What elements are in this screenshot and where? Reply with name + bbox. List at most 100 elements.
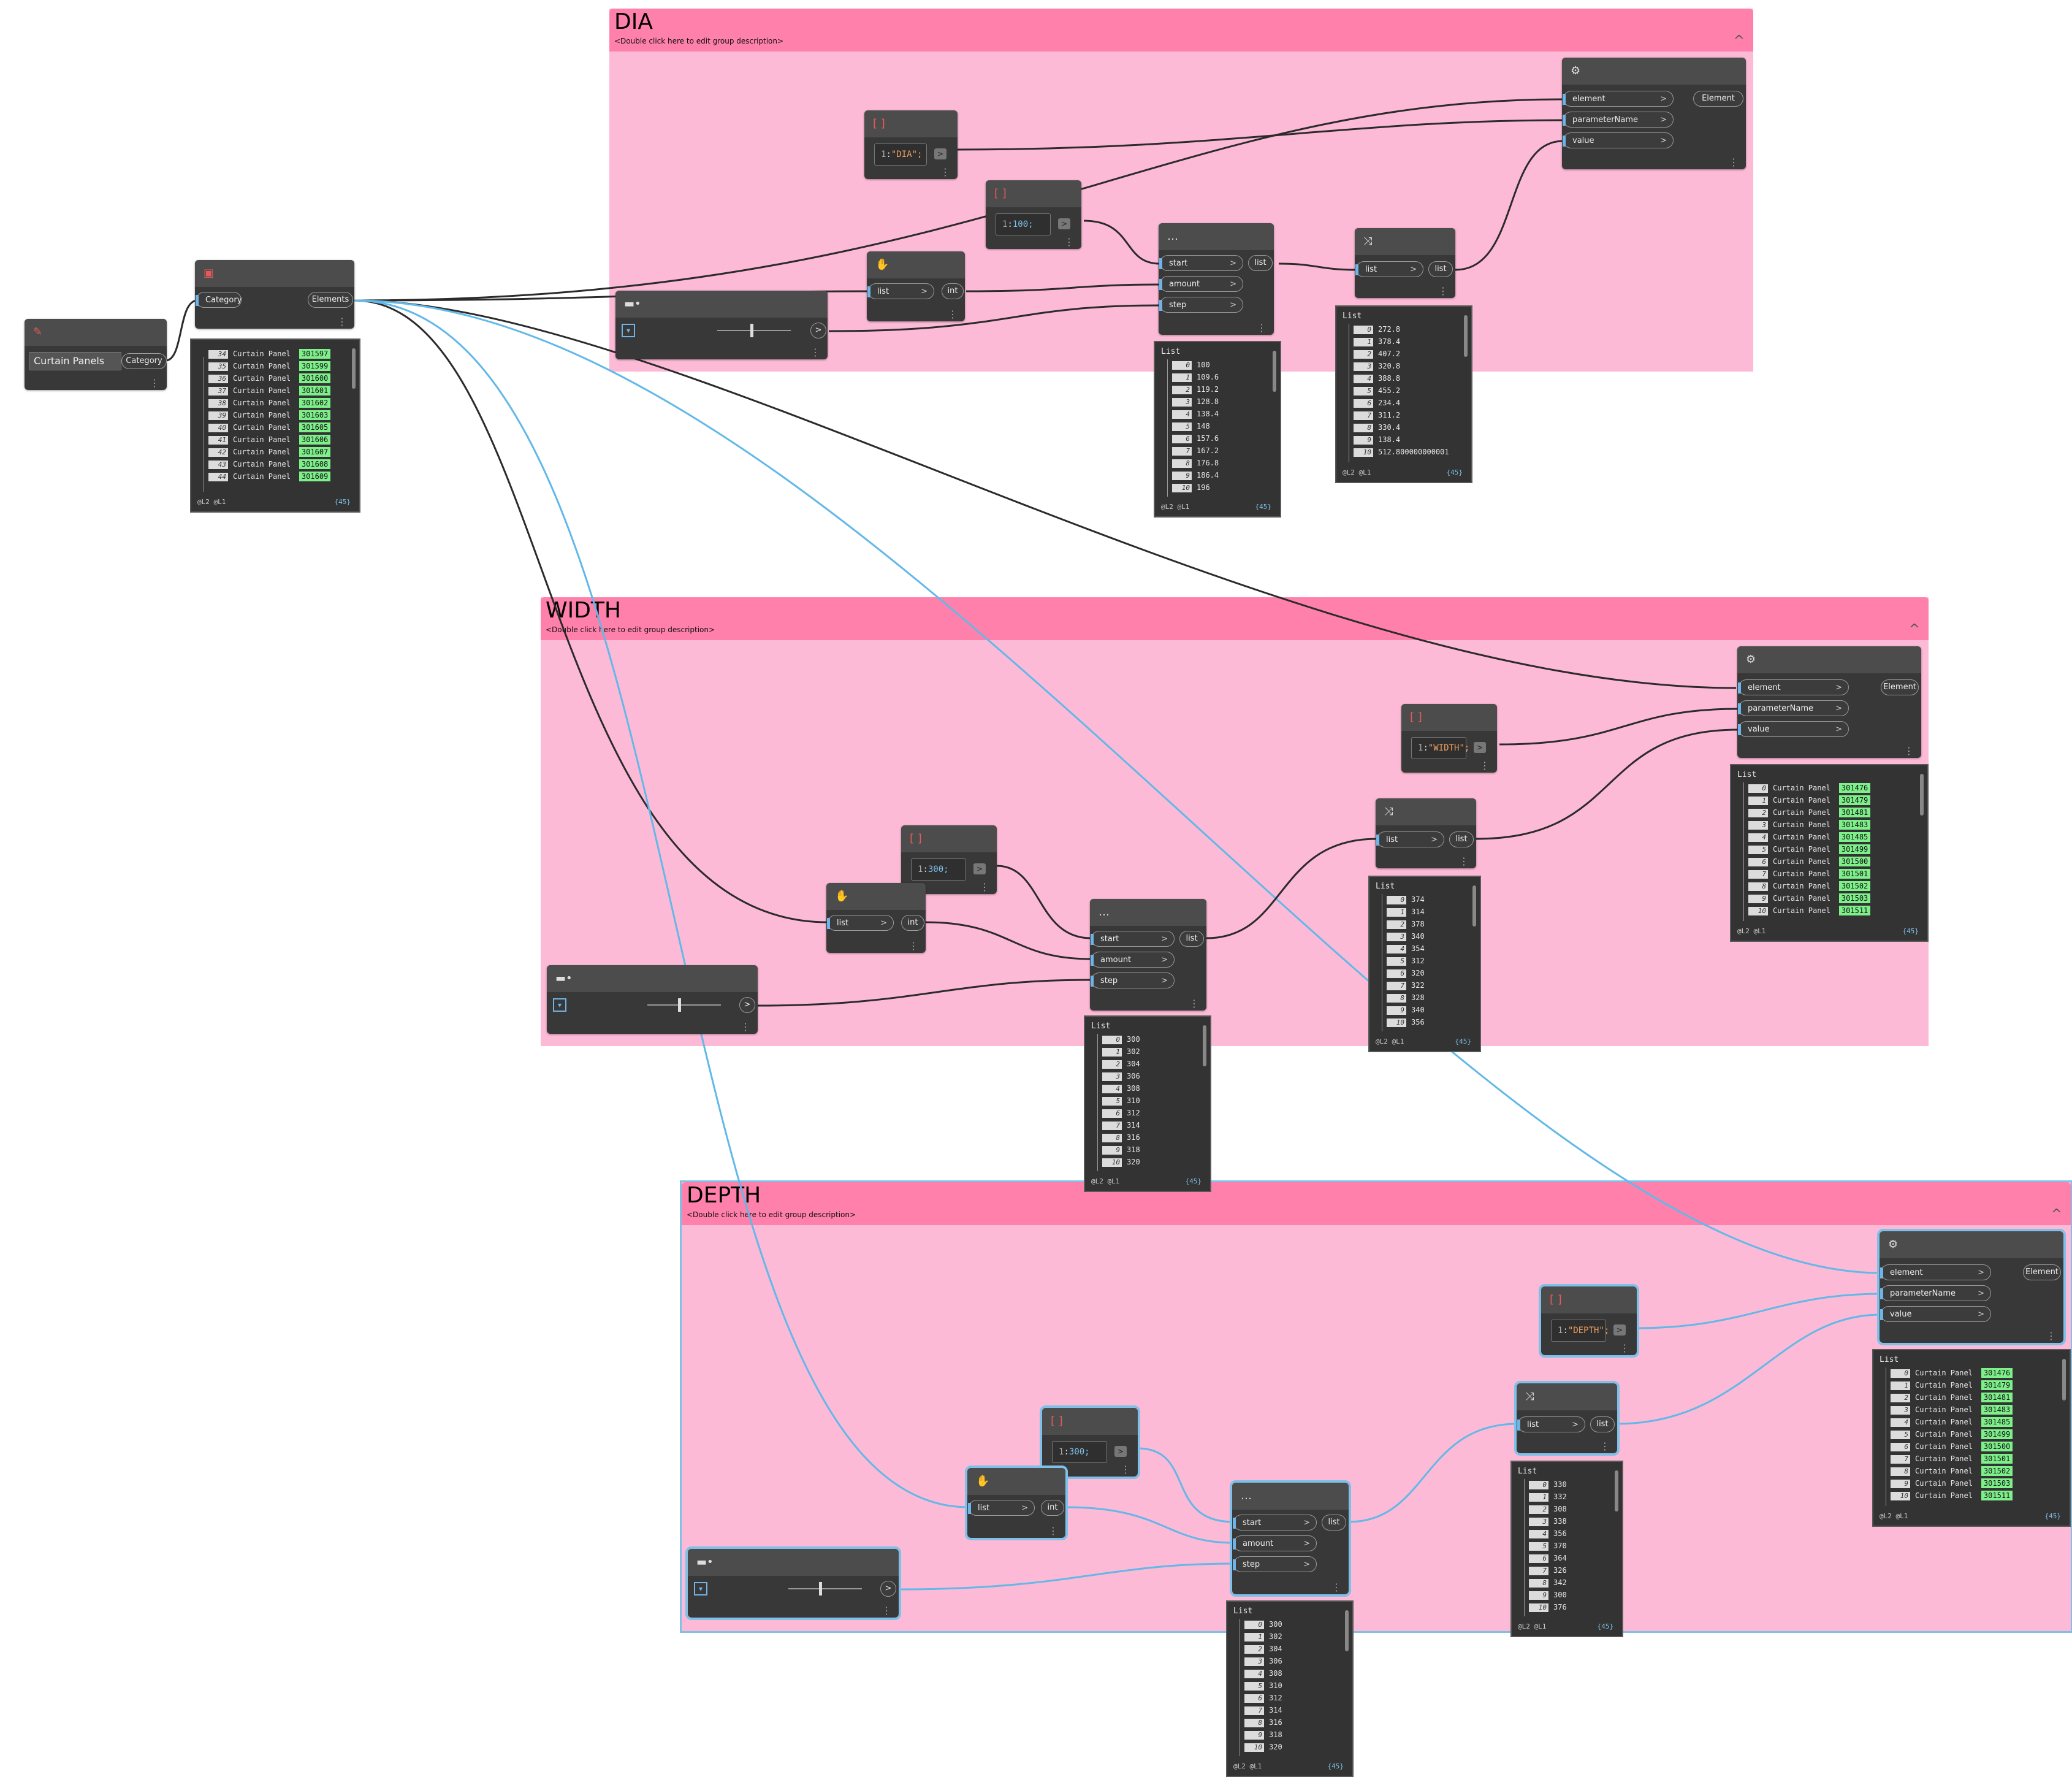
start-input-port[interactable]: start> [1091,931,1175,947]
code-editor[interactable]: 1:"DEPTH"; [1551,1320,1609,1342]
element-input-port[interactable]: element> [1738,679,1849,695]
scrollbar-thumb[interactable] [1920,774,1924,816]
element-id-link[interactable]: 301603 [299,410,331,420]
code-output-port[interactable]: > [934,148,946,159]
scrollbar-thumb[interactable] [1345,1610,1349,1651]
element-id-link[interactable]: 301501 [1981,1454,2013,1464]
node-menu-icon[interactable]: ⋮ [337,316,347,327]
dia-sequence-node[interactable]: … start> amount> step> list ⋮ [1159,223,1274,335]
category-input-port[interactable]: Category [196,292,242,308]
depth-shuffle-node[interactable]: ⤨ list> list ⋮ [1514,1381,1620,1456]
node-menu-icon[interactable]: ⋮ [810,346,820,358]
all-elements-node[interactable]: ▣ Category Elements ⋮ [195,260,354,329]
slider-output-port[interactable]: > [810,323,826,338]
node-menu-icon[interactable]: ⋮ [1600,1440,1610,1452]
group-width-description[interactable]: <Double click here to edit group descrip… [546,625,715,634]
list-input-port[interactable]: list> [827,915,894,931]
group-depth-description[interactable]: <Double click here to edit group descrip… [687,1210,856,1219]
width-slider-node[interactable]: ▬• ▾ > ⋮ [547,965,758,1034]
depth-count-node[interactable]: ✋ list> int ⋮ [965,1466,1068,1540]
element-id-link[interactable]: 301602 [299,398,331,408]
step-input-port[interactable]: step> [1091,973,1175,988]
value-input-port[interactable]: value> [1880,1306,1991,1322]
list-output-port[interactable]: list [1322,1515,1346,1531]
slider-expand-icon[interactable]: ▾ [553,998,566,1012]
parameter-name-input-port[interactable]: parameterName> [1563,112,1674,128]
node-header[interactable]: … [1232,1483,1349,1510]
node-header[interactable]: ⚙ [1880,1231,2063,1258]
element-id-link[interactable]: 301599 [299,361,331,371]
width-set-parameter-node[interactable]: ⚙ element> parameterName> value> Element… [1737,646,1921,758]
dia-name-code-block[interactable]: [ ] 1:"DIA"; > ⋮ [864,110,958,179]
slider-track[interactable] [717,330,791,331]
amount-input-port[interactable]: amount> [1091,952,1175,968]
element-id-link[interactable]: 301481 [1838,808,1871,817]
list-input-port[interactable]: list> [968,1500,1035,1516]
element-id-link[interactable]: 301500 [1838,857,1871,866]
slider-thumb[interactable] [819,1582,822,1595]
element-id-link[interactable]: 301511 [1838,906,1871,915]
amount-input-port[interactable]: amount> [1233,1535,1317,1551]
int-output-port[interactable]: int [942,283,964,299]
element-id-link[interactable]: 301479 [1981,1380,2013,1390]
element-output-port[interactable]: Element [1693,91,1743,107]
node-menu-icon[interactable]: ⋮ [150,377,159,389]
slider-control[interactable] [647,997,721,1013]
amount-input-port[interactable]: amount> [1159,276,1243,292]
node-header[interactable]: [ ] [1541,1286,1637,1313]
node-menu-icon[interactable]: ⋮ [1064,236,1074,248]
code-editor[interactable]: 1:300; [911,858,966,881]
node-menu-icon[interactable]: ⋮ [980,881,989,893]
node-header[interactable]: [ ] [864,110,958,137]
category-dropdown[interactable]: Curtain Panels [29,352,121,370]
node-header[interactable]: ▣ [195,260,354,287]
node-menu-icon[interactable]: ⋮ [1331,1581,1341,1593]
node-header[interactable]: [ ] [1042,1408,1138,1435]
element-id-link[interactable]: 301499 [1981,1429,2013,1439]
slider-output-port[interactable]: > [880,1581,896,1597]
node-menu-icon[interactable]: ⋮ [882,1605,891,1616]
node-menu-icon[interactable]: ⋮ [908,940,918,952]
element-id-link[interactable]: 301479 [1838,795,1871,805]
element-id-link[interactable]: 301485 [1981,1417,2013,1427]
element-id-link[interactable]: 301483 [1981,1405,2013,1415]
element-id-link[interactable]: 301608 [299,459,331,469]
node-header[interactable]: ⚙ [1737,646,1921,673]
slider-thumb[interactable] [750,324,753,337]
step-input-port[interactable]: step> [1159,297,1243,313]
code-output-port[interactable]: > [1613,1324,1626,1336]
list-output-port[interactable]: list [1428,261,1453,277]
node-header[interactable]: [ ] [901,825,997,852]
slider-output-port[interactable]: > [739,997,755,1013]
node-menu-icon[interactable]: ⋮ [1459,855,1469,867]
element-output-port[interactable]: Element [1881,679,1919,695]
categories-node[interactable]: ✎ Curtain Panels Category ⋮ [25,319,167,390]
node-menu-icon[interactable]: ⋮ [1438,285,1448,297]
node-menu-icon[interactable]: ⋮ [1620,1342,1629,1354]
dia-start-code-block[interactable]: [ ] 1:100; > ⋮ [986,180,1081,249]
group-depth-collapse-icon[interactable]: ^ [2051,1207,2062,1222]
element-output-port[interactable]: Element [2023,1264,2061,1280]
group-depth-header[interactable]: DEPTH <Double click here to edit group d… [682,1182,2071,1225]
node-menu-icon[interactable]: ⋮ [1048,1525,1058,1537]
depth-sequence-node[interactable]: … start> amount> step> list ⋮ [1230,1480,1351,1597]
depth-slider-node[interactable]: ▬• ▾ > ⋮ [685,1546,901,1620]
scrollbar-thumb[interactable] [1273,351,1276,392]
node-menu-icon[interactable]: ⋮ [1257,322,1266,334]
slider-control[interactable] [788,1581,862,1597]
slider-thumb[interactable] [678,998,681,1012]
list-output-port[interactable]: list [1179,931,1204,947]
slider-expand-icon[interactable]: ▾ [622,324,635,337]
dia-shuffle-node[interactable]: ⤨ list> list ⋮ [1355,228,1455,298]
depth-set-parameter-node[interactable]: ⚙ element> parameterName> value> Element… [1877,1229,2066,1345]
element-id-link[interactable]: 301601 [299,386,331,396]
element-input-port[interactable]: element> [1563,91,1674,107]
element-id-link[interactable]: 301483 [1838,820,1871,830]
depth-start-code-block[interactable]: [ ] 1:300; > ⋮ [1040,1405,1140,1479]
scrollbar-thumb[interactable] [2062,1359,2066,1401]
slider-control[interactable] [717,323,791,338]
